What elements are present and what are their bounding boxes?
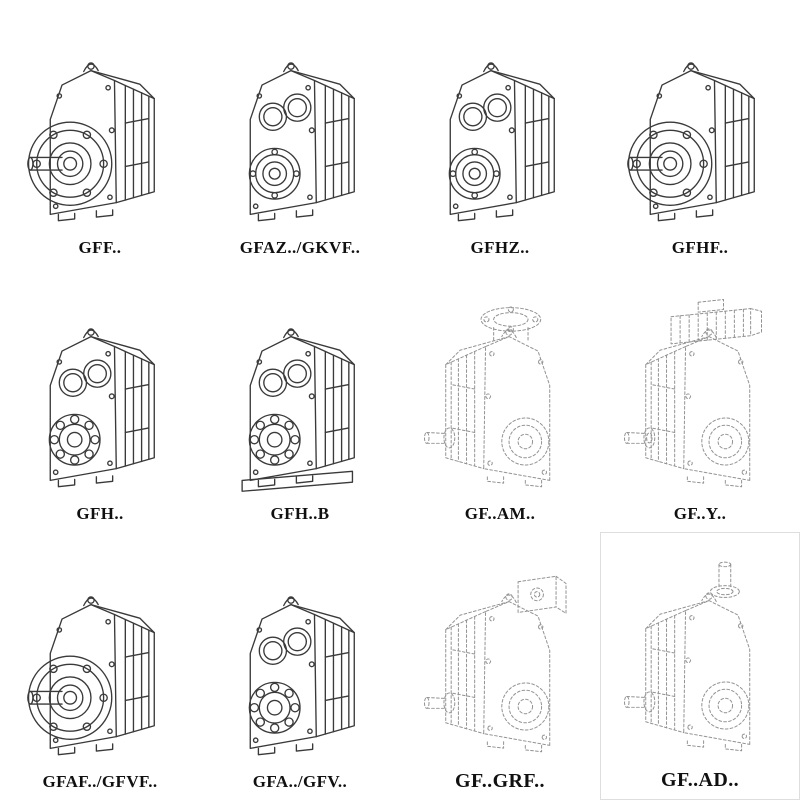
product-label: GF..AM.. (464, 504, 536, 524)
gearbox-hollow-shaft-drawing (204, 27, 396, 239)
product-label: GFH.. (76, 504, 124, 524)
gearbox-hollow-shaft-drawing (404, 27, 596, 239)
product-label: GF..GRF.. (455, 770, 545, 792)
product-cell: GF..GRF.. (400, 532, 600, 800)
gearbox-motor-adapter-flange-drawing (404, 293, 596, 505)
product-cell: GFHZ.. (400, 0, 600, 266)
product-label: GFA../GFV.. (252, 772, 348, 792)
product-cell: GFAF../GFVF.. (0, 532, 200, 800)
product-label: GFAF../GFVF.. (42, 772, 158, 792)
product-cell: GFH..B (200, 266, 400, 532)
gearbox-bearing-face-drawing (204, 561, 396, 773)
product-cell: GFF.. (0, 0, 200, 266)
product-label: GFH..B (270, 504, 330, 524)
product-label: GFAZ../GKVF.. (239, 238, 361, 258)
product-label: GF..Y.. (673, 504, 727, 524)
product-cell: GFA../GFV.. (200, 532, 400, 800)
gearbox-mounted-motor-drawing (604, 293, 796, 505)
product-cell: GFHF.. (600, 0, 800, 266)
product-cell: GF..Y.. (600, 266, 800, 532)
product-cell: GF..AD.. (600, 532, 800, 800)
product-cell: GFH.. (0, 266, 200, 532)
gearbox-output-flange-drawing (604, 27, 796, 239)
product-cell: GFAZ../GKVF.. (200, 0, 400, 266)
gearbox-input-shaft-drawing (604, 557, 796, 769)
product-label: GFF.. (78, 238, 122, 258)
gearbox-bearing-base-drawing (204, 293, 396, 505)
gearbox-bearing-face-drawing (4, 293, 196, 505)
product-label: GFHF.. (671, 238, 729, 258)
product-label: GF..AD.. (660, 769, 740, 791)
gearbox-output-flange-drawing (4, 27, 196, 239)
product-cell: GF..AM.. (400, 266, 600, 532)
product-label: GFHZ.. (470, 238, 530, 258)
gearbox-output-flange-drawing (4, 561, 196, 773)
gearbox-adapter-box-drawing (404, 558, 596, 770)
